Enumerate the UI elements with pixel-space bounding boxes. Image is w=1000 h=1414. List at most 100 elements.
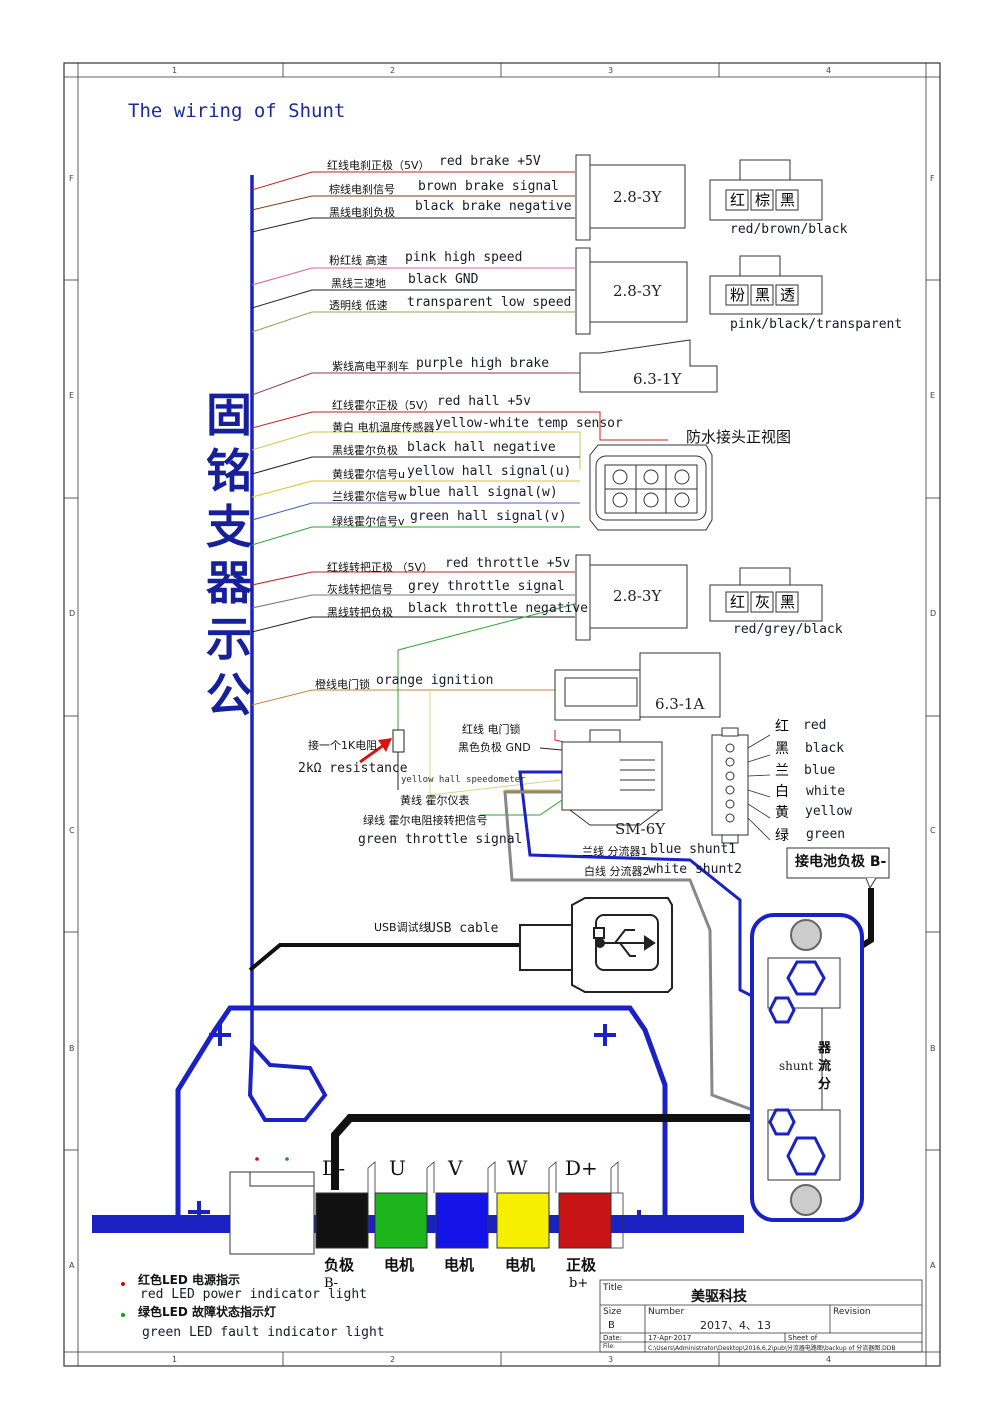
wire-en-green-hall: green hall signal(v) [410, 509, 567, 524]
wire-zh-brown-brake: 棕线电刹信号 [329, 183, 395, 196]
wire-zh-yellow-white: 黄白 电机温度传感器 [332, 421, 435, 434]
brake-plug [709, 159, 823, 221]
wire-en-blue-hall: blue hall signal(w) [409, 485, 558, 500]
throttle-connector [589, 564, 688, 629]
ruler-row-a: A [69, 1261, 75, 1270]
sm6y-label: SM-6Y [615, 820, 666, 838]
sm6y-speedo-en: yellow hall speedometer [401, 775, 526, 785]
tb-size-label: Size [603, 1307, 622, 1317]
tb-size: B [608, 1320, 615, 1331]
tb-number: 2017、4、13 [700, 1319, 771, 1332]
sm6y-speedo-zh: 黄线 霍尔仪表 [400, 794, 470, 807]
tb-revision-label: Revision [833, 1307, 871, 1317]
led-red-en: red LED power indicator light [140, 1287, 367, 1302]
vertical-title-char-6: 公 [206, 668, 252, 722]
terminal-label-w: W [507, 1156, 528, 1180]
shunt-label: shunt [779, 1059, 814, 1073]
shunt-zh-3: 分 [818, 1077, 832, 1092]
wire-zh-black-brake: 黑线电刹负极 [329, 206, 395, 219]
ruler-row-d: D [69, 609, 76, 618]
legend-en-blue: blue [804, 763, 836, 778]
terminal-label-d-plus: D+ [565, 1156, 598, 1180]
white-shunt-wire [503, 790, 781, 1122]
wire-zh-yellow-hall: 黄线霍尔信号u [332, 468, 405, 481]
terminal-label-d-minus: D- [322, 1156, 346, 1180]
ruler-col-1-bottom: 1 [172, 1355, 178, 1364]
wire-en-black-hall: black hall negative [407, 440, 556, 455]
wire-zh-black-gnd: 黑线三速地 [331, 277, 386, 290]
tb-sheet-label: Sheet of [788, 1334, 818, 1342]
ruler-row-e-right: E [930, 391, 936, 400]
brake-plug-black: 黑 [780, 191, 796, 209]
throttle-plug-grey: 灰 [755, 593, 771, 611]
ruler-row-e: E [69, 391, 75, 400]
red-led-dot [255, 1157, 259, 1161]
tb-title-label: Title [603, 1283, 623, 1293]
drawing-frame [63, 62, 941, 1367]
speed-plug-transparent: 透 [780, 286, 796, 304]
ruler-row-f: F [69, 174, 74, 183]
terminal-u [374, 1192, 428, 1249]
terminal-housing [229, 1171, 315, 1255]
throttle-connector-label: 2.8-3Y [613, 587, 662, 605]
tb-number-label: Number [648, 1307, 685, 1317]
brake-connector-label: 2.8-3Y [613, 188, 662, 206]
ruler-col-1: 1 [172, 66, 178, 75]
usb-zh: USB调试线 [374, 921, 430, 934]
sm6y-gnd-zh: 黑色负极 GND [458, 741, 531, 754]
throttle-plug-colors: red/grey/black [733, 622, 843, 637]
speed-plug-colors: pink/black/transparent [730, 317, 903, 332]
tb-date: 17-Apr-2017 [648, 1334, 692, 1342]
legend-zh-red: 红 [775, 719, 789, 735]
shunt [750, 913, 864, 1222]
speed-plug-pink: 粉 [730, 286, 746, 304]
shunt1-en: blue shunt1 [650, 842, 737, 857]
terminal-d-plus [558, 1192, 612, 1249]
ruler-row-d-right: D [930, 609, 937, 618]
tb-file-label: File: [603, 1343, 616, 1350]
wire-zh-pink: 粉红线 高速 [329, 254, 388, 267]
shunt1-zh: 兰线 分流器1 [582, 845, 648, 858]
wire-en-yellow-hall: yellow hall signal(u) [407, 464, 572, 479]
terminal-zh-d-minus: 负极 [324, 1256, 355, 1274]
ignition-connector-label: 6.3-1A [655, 695, 705, 713]
green-led-dot [285, 1157, 289, 1161]
shunt-zh-2: 流 [818, 1059, 832, 1074]
legend-zh-blue: 兰 [775, 763, 789, 779]
resistor-zh: 接一个1K电阻 [308, 739, 378, 752]
resistor-en: 2kΩ resistance [298, 761, 408, 776]
ruler-col-4-bottom: 4 [826, 1355, 832, 1364]
wire-zh-grey-throttle: 灰线转把信号 [327, 583, 393, 596]
usb-wire [248, 943, 520, 972]
legend-en-black: black [805, 741, 845, 756]
purple-connector [579, 339, 718, 393]
legend-en-yellow: yellow [805, 804, 852, 819]
wire-zh-black-hall: 黑线霍尔负极 [332, 444, 398, 457]
brake-connector [589, 164, 686, 229]
terminal-label-u: U [389, 1156, 406, 1180]
plus-signs [188, 1024, 650, 1232]
wire-zh-blue-hall: 兰线霍尔信号w [332, 490, 407, 503]
ruler-col-4: 4 [826, 66, 832, 75]
ruler-col-3: 3 [608, 66, 614, 75]
speed-connector [589, 261, 688, 323]
brake-plug-red: 红 [730, 191, 746, 209]
legend-zh-white: 白 [775, 784, 789, 800]
sm6y-connector [561, 729, 663, 826]
wire-en-pink: pink high speed [405, 250, 523, 265]
resistor [392, 729, 405, 753]
legend-en-green: green [806, 827, 846, 842]
speed-plug-black: 黑 [755, 286, 771, 304]
legend-zh-black: 黑 [775, 741, 789, 757]
ruler-row-b: B [69, 1044, 75, 1053]
brake-plug-brown: 棕 [755, 191, 771, 209]
ruler-col-2-bottom: 2 [390, 1355, 396, 1364]
ruler-row-c: C [69, 826, 75, 835]
diagram-title: The wiring of Shunt [128, 100, 346, 122]
brake-connector-tab [575, 154, 591, 241]
legend-zh-yellow: 黄 [775, 805, 789, 821]
wire-en-purple: purple high brake [416, 356, 550, 371]
terminal-label-v: V [448, 1156, 463, 1180]
wire-en-red-throttle: red throttle +5v [445, 556, 571, 571]
purple-connector-label: 6.3-1Y [633, 370, 682, 388]
